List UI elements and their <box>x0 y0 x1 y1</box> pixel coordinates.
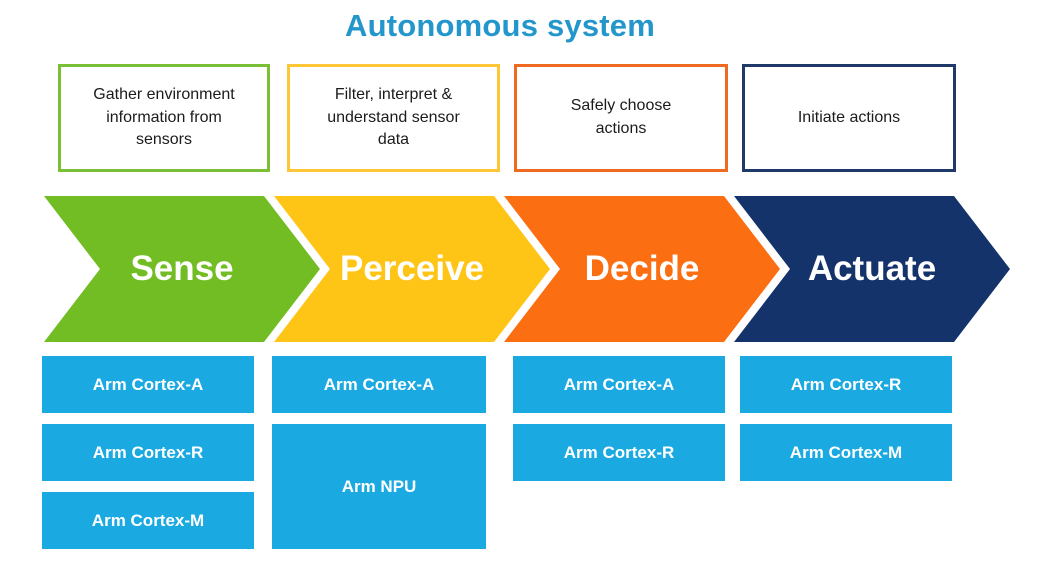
description-box-perceive: Filter, interpret & understand sensor da… <box>287 64 500 172</box>
chevron-arrow-sense: Sense <box>44 196 320 342</box>
processor-box-sense-cortex-r: Arm Cortex-R <box>42 424 254 481</box>
description-text-decide: Safely choose actions <box>570 97 672 137</box>
processor-box-actuate-cortex-r: Arm Cortex-R <box>740 356 952 413</box>
description-box-decide: Safely choose actions <box>514 64 728 172</box>
stage-label-sense: Sense <box>130 249 234 288</box>
description-box-actuate: Initiate actions <box>742 64 956 172</box>
processor-box-decide-cortex-a: Arm Cortex-A <box>513 356 725 413</box>
page-title: Autonomous system <box>345 8 655 43</box>
description-text-sense: Gather environment information from sens… <box>93 85 235 149</box>
processor-box-sense-cortex-m: Arm Cortex-M <box>42 492 254 549</box>
processor-box-perceive-npu: Arm NPU <box>272 424 486 549</box>
description-text-actuate: Initiate actions <box>797 108 901 126</box>
processor-box-sense-cortex-a: Arm Cortex-A <box>42 356 254 413</box>
stage-label-actuate: Actuate <box>807 249 937 288</box>
stage-label-perceive: Perceive <box>339 249 485 288</box>
processor-box-decide-cortex-r: Arm Cortex-R <box>513 424 725 481</box>
stage-label-decide: Decide <box>584 249 700 288</box>
processor-box-perceive-cortex-a: Arm Cortex-A <box>272 356 486 413</box>
description-box-sense: Gather environment information from sens… <box>58 64 270 172</box>
description-text-perceive: Filter, interpret & understand sensor da… <box>327 85 460 149</box>
processor-box-actuate-cortex-m: Arm Cortex-M <box>740 424 952 481</box>
